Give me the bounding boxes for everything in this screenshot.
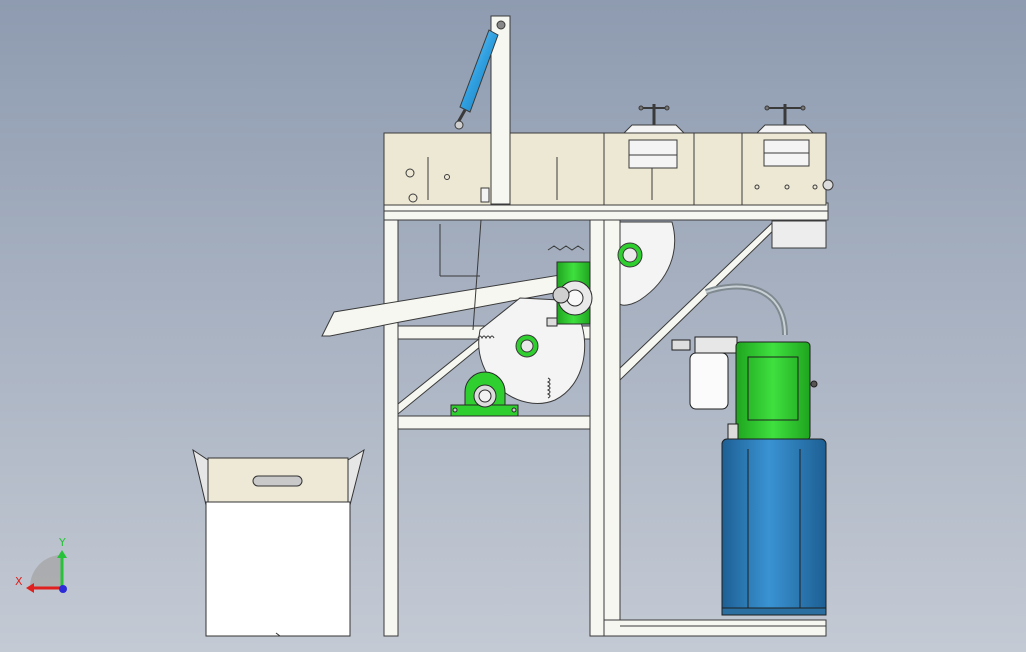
collection-box[interactable] (192, 448, 365, 637)
orientation-triad: X Y (15, 536, 67, 593)
triad-y-label: Y (58, 536, 66, 549)
frame-leg-middle-2 (603, 204, 621, 637)
rear-drive-motor (771, 220, 827, 249)
hydraulic-power-unit[interactable] (671, 283, 827, 616)
clamp-bracket-2 (755, 124, 815, 134)
upright-post (490, 15, 511, 205)
post-pivot-pin (496, 20, 506, 30)
clamp-bracket-1 (622, 124, 686, 134)
press-clamps[interactable] (622, 104, 815, 169)
oil-tank[interactable] (721, 438, 827, 616)
box-front-panel (205, 501, 351, 637)
frame-base-plate (603, 619, 827, 637)
triad-z-axis (59, 585, 67, 593)
upper-gear-body (619, 221, 676, 306)
tank-base-feet (721, 607, 827, 616)
reducer-small-pulley (552, 286, 570, 304)
pillow-block-bearing[interactable] (450, 371, 519, 417)
housing-stud (480, 187, 490, 203)
pump-motor-nameplate (747, 356, 799, 421)
frame-top-rail-lower (383, 210, 829, 221)
gear-reducer[interactable] (546, 261, 593, 327)
frame-crossbar-low (397, 415, 591, 430)
frame-leg-left (383, 204, 399, 637)
triad-x-label: X (15, 575, 23, 588)
cylinder-rod-eye (454, 120, 464, 130)
triad-plane-shade (30, 555, 62, 587)
valve-block (694, 336, 738, 354)
clamp-block-1 (628, 139, 678, 169)
oil-filter (689, 352, 729, 410)
lift-assembly[interactable] (454, 15, 511, 205)
housing-side-knob (822, 179, 834, 191)
box-handle-slot (252, 475, 303, 487)
frame-leg-middle (589, 204, 605, 637)
hydraulic-cylinder[interactable] (459, 29, 499, 113)
upper-gear[interactable] (547, 221, 676, 306)
